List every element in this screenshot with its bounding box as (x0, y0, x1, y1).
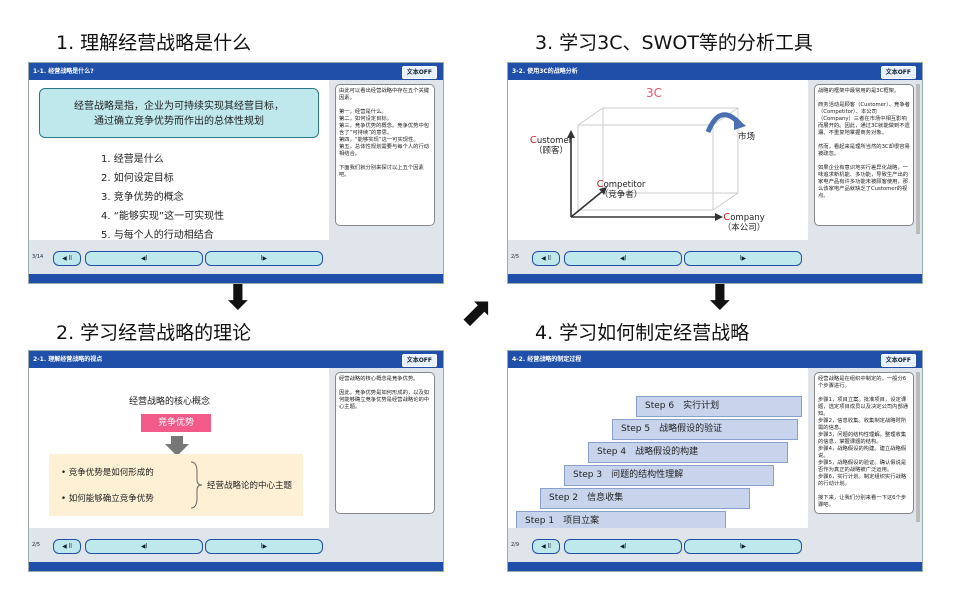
diagonal-arrow-icon: ⬈ (460, 289, 494, 335)
slide-title: 1-1. 经营战略是什么? (33, 68, 94, 75)
notes-text: 经营战略是在组织中制定的，一般分6个步骤进行。 步骤1，项目立案。批准项目，设定… (814, 372, 914, 514)
slide-area: Step 1 项目立案 Step 2 信息收集 Step 3 问题的结构性理解 … (508, 368, 808, 532)
next-button[interactable]: l▶ (205, 539, 323, 554)
notes-scrollbar[interactable] (916, 372, 920, 522)
step-bar: Step 2 信息收集 (540, 488, 750, 509)
notes-sidebar: 经营战略是在组织中制定的，一般分6个步骤进行。 步骤1，项目立案。批准项目，设定… (808, 368, 922, 528)
panel-header: 1-1. 经营战略是什么? 文本OFF (29, 63, 443, 80)
bottom-bar (508, 562, 922, 571)
3c-cube-diagram (567, 107, 746, 221)
player-controls: 3/14 ◀ ll ◀l l▶ (29, 240, 443, 276)
brace-icon (190, 461, 203, 509)
screenshot-panel-2: 2-1. 理解经营战略的视点 文本OFF 经营战略的核心概念 竞争优势 • 竞争… (28, 350, 444, 572)
next-button[interactable]: l▶ (684, 539, 802, 554)
competitive-advantage-box: 竞争优势 (141, 414, 211, 432)
screenshot-panel-1: 1-1. 经营战略是什么? 文本OFF 经营战略是指，企业为可持续实现其经营目标… (28, 62, 444, 284)
page-indicator: 3/14 (32, 254, 44, 260)
notes-text: 由此可以看出经营战略中存在五个关键因素。 第一，经营是什么。 第二，如何设定目标… (335, 84, 435, 226)
bottom-bar (508, 274, 922, 283)
core-concept-title: 经营战略的核心概念 (129, 397, 211, 407)
slide-area: 经营战略是指，企业为可持续实现其经营目标， 通过确立竞争优势而作出的总体性规划 … (29, 80, 329, 241)
play-pause-button[interactable]: ◀ ll (53, 251, 81, 266)
diagram-title: 3C (646, 86, 663, 100)
slide-area: 3C 市场 Customer （顾客） Comp (508, 80, 808, 240)
bullet-item: • 如何能够确立竞争优势 (61, 494, 154, 504)
down-arrow-icon (165, 436, 189, 456)
list-item: 2. 如何设定目标 (101, 173, 174, 184)
prev-button[interactable]: ◀l (564, 251, 682, 266)
step-bar: Step 4 战略假设的构建 (588, 442, 788, 463)
play-pause-button[interactable]: ◀ ll (53, 539, 81, 554)
step-bar: Step 6 实行计划 (636, 396, 802, 417)
panel-header: 3-2. 使用3C的战略分析 文本OFF (508, 63, 922, 80)
prev-button[interactable]: ◀l (564, 539, 682, 554)
panel-header: 4-2. 经营战略的制定过程 文本OFF (508, 351, 922, 368)
next-button[interactable]: l▶ (684, 251, 802, 266)
player-controls: 2/9 ◀ ll ◀l l▶ (508, 528, 922, 564)
text-off-button[interactable]: 文本OFF (880, 66, 916, 79)
screenshot-panel-4: 4-2. 经营战略的制定过程 文本OFF Step 1 项目立案 Step 2 … (507, 350, 923, 572)
slide-area: 经营战略的核心概念 竞争优势 • 竞争优势是如何形成的 • 如何能够确立竞争优势… (29, 368, 329, 528)
central-theme-label: 经营战略论的中心主题 (207, 481, 293, 491)
key-factor-list: 1. 经营是什么 2. 如何设定目标 3. 竞争优势的概念 4. “能够实现”这… (101, 150, 224, 245)
prev-button[interactable]: ◀l (85, 251, 203, 266)
bullet-item: • 竞争优势是如何形成的 (61, 468, 154, 478)
company-label: Company （本公司） (722, 212, 766, 234)
slide-title: 2-1. 理解经营战略的视点 (33, 356, 103, 363)
page-indicator: 2/5 (511, 254, 520, 260)
competitor-label: Competitor （竞争者） (596, 179, 646, 201)
text-off-button[interactable]: 文本OFF (880, 354, 916, 367)
slide-title: 3-2. 使用3C的战略分析 (512, 68, 578, 75)
notes-sidebar: 经营战略的核心概念是竞争优势。 因此，竞争优势是如何形成的，以及如何能够确立竞争… (329, 368, 443, 528)
notes-text: 经营战略的核心概念是竞争优势。 因此，竞争优势是如何形成的，以及如何能够确立竞争… (335, 372, 435, 514)
text-off-button[interactable]: 文本OFF (401, 66, 437, 79)
step-3-title: 3. 学习3C、SWOT等的分析工具 (535, 32, 813, 54)
slide-title: 4-2. 经营战略的制定过程 (512, 356, 582, 363)
step-bar: Step 5 战略假设的验证 (612, 419, 798, 440)
page-indicator: 2/9 (511, 542, 520, 548)
notes-sidebar: 战略的框架中最常用的是3C框架。 商务活动是顾客（Customer）、竞争者（C… (808, 80, 922, 240)
text-off-button[interactable]: 文本OFF (401, 354, 437, 367)
step-bar: Step 3 问题的结构性理解 (564, 465, 774, 486)
play-pause-button[interactable]: ◀ ll (532, 251, 560, 266)
page-indicator: 2/5 (32, 542, 41, 548)
player-controls: 2/5 ◀ ll ◀l l▶ (508, 240, 922, 276)
step-1-title: 1. 理解经营战略是什么 (56, 32, 252, 54)
notes-sidebar: 由此可以看出经营战略中存在五个关键因素。 第一，经营是什么。 第二，如何设定目标… (329, 80, 443, 240)
list-item: 4. “能够实现”这一可实现性 (101, 211, 225, 222)
player-controls: 2/5 ◀ ll ◀l l▶ (29, 528, 443, 564)
definition-banner: 经营战略是指，企业为可持续实现其经营目标， 通过确立竞争优势而作出的总体性规划 (39, 88, 319, 138)
bottom-bar (29, 274, 443, 283)
list-item: 1. 经营是什么 (101, 154, 164, 165)
list-item: 5. 与每个人的行动相结合 (101, 230, 214, 241)
next-button[interactable]: l▶ (205, 251, 323, 266)
notes-scrollbar[interactable] (916, 84, 920, 234)
step-4-title: 4. 学习如何制定经营战略 (535, 322, 750, 344)
step-2-title: 2. 学习经营战略的理论 (56, 322, 252, 344)
notes-text: 战略的框架中最常用的是3C框架。 商务活动是顾客（Customer）、竞争者（C… (814, 84, 914, 226)
play-pause-button[interactable]: ◀ ll (532, 539, 560, 554)
panel-header: 2-1. 理解经营战略的视点 文本OFF (29, 351, 443, 368)
list-item: 3. 竞争优势的概念 (101, 192, 184, 203)
central-theme-box: • 竞争优势是如何形成的 • 如何能够确立竞争优势 经营战略论的中心主题 (49, 454, 303, 516)
market-label: 市场 (738, 132, 756, 142)
prev-button[interactable]: ◀l (85, 539, 203, 554)
bottom-bar (29, 562, 443, 571)
customer-label: Customer （顾客） (529, 135, 573, 157)
screenshot-panel-3: 3-2. 使用3C的战略分析 文本OFF 3C 市场 (507, 62, 923, 284)
